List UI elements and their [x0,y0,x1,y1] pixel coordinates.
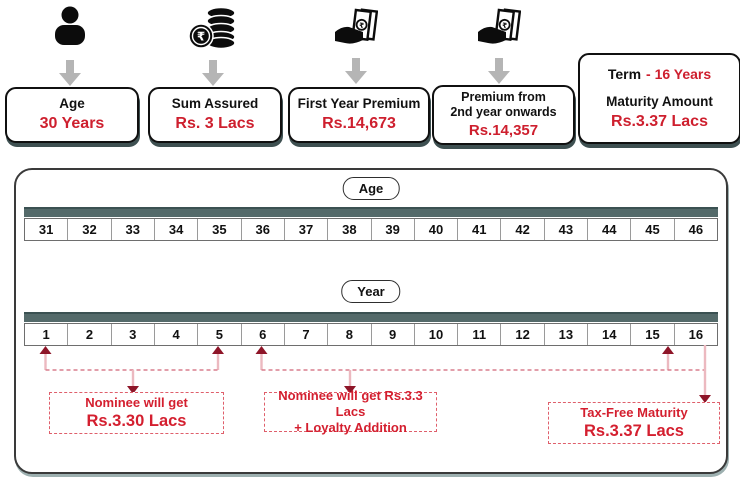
hand-money-icon: ₹ [478,8,521,44]
callout-nominee-early: Nominee will get Rs.3.30 Lacs [49,392,224,434]
svg-text:₹: ₹ [197,30,205,44]
age-cell: 36 [240,219,284,240]
year-cell: 14 [587,324,630,345]
svg-text:₹: ₹ [502,22,508,31]
down-arrow-icon [488,58,510,84]
down-arrow-icon [59,60,81,86]
card-renewal-premium-value: Rs.14,357 [468,121,539,139]
card-sum-assured-label: Sum Assured [171,96,259,111]
age-cell: 37 [283,219,327,240]
card-sum-assured: Sum Assured Rs. 3 Lacs [148,87,282,143]
card-first-year-premium: First Year Premium Rs.14,673 [288,87,430,143]
term-line: Term- 16 Years [608,66,711,82]
card-renewal-premium-label2: 2nd year onwards [450,104,557,119]
year-cell: 6 [240,324,284,345]
year-cell: 1 [42,327,50,342]
age-cell: 44 [587,219,630,240]
callout-maturity-line2: Rs.3.37 Lacs [584,422,684,440]
age-cell: 38 [327,219,370,240]
down-arrow-icon [202,60,224,86]
callout-maturity-line1: Tax-Free Maturity [580,405,688,420]
age-cell: 39 [370,219,414,240]
svg-text:₹: ₹ [359,22,365,31]
year-cell: 15 [630,324,673,345]
age-cell: 43 [543,219,587,240]
card-sum-assured-value: Rs. 3 Lacs [175,115,255,132]
age-cell: 34 [153,219,197,240]
card-term-maturity: Term- 16 Years Maturity Amount Rs.3.37 L… [578,53,740,144]
term-value: - 16 Years [646,65,712,82]
card-age-value: 30 Years [39,115,105,132]
year-cell: 5 [197,324,240,345]
age-cell: 45 [630,219,673,240]
age-header-pill: Age [342,177,400,200]
maturity-amount-label: Maturity Amount [606,93,713,109]
year-cell: 12 [500,324,543,345]
age-cell: 35 [197,219,240,240]
callout-nominee-early-line2: Rs.3.30 Lacs [86,412,187,430]
down-arrow-icon [345,58,367,84]
year-cell: 2 [67,324,110,345]
card-age: Age 30 Years [5,87,139,143]
age-cell: 32 [67,219,110,240]
callout-nominee-later: Nominee will get Rs.3.3 Lacs + Loyalty A… [264,388,437,435]
age-cell: 42 [500,219,543,240]
age-cell: 31 [38,222,54,237]
callout-nominee-later-line2: + Loyalty Addition [294,420,407,435]
rupee-coins-icon: ₹ [188,6,236,50]
age-bar [24,207,718,217]
age-cell: 41 [457,219,500,240]
year-cell: 10 [413,324,457,345]
person-icon [55,6,85,45]
card-first-year-premium-label: First Year Premium [297,96,421,111]
year-cell: 4 [153,324,197,345]
year-cell: 8 [327,324,370,345]
year-cell: 3 [110,324,154,345]
year-cell: 13 [543,324,587,345]
year-header-pill: Year [341,280,401,303]
year-cell: 9 [370,324,414,345]
card-renewal-premium-label1: Premium from [461,89,546,104]
year-cell: 7 [283,324,327,345]
first-premium-icon-group: ₹ [334,8,378,84]
card-renewal-premium: Premium from 2nd year onwards Rs.14,357 [432,85,575,145]
card-age-label: Age [59,96,85,111]
age-icon-group [48,6,92,86]
term-label: Term [607,65,642,82]
maturity-amount-value: Rs.3.37 Lacs [611,112,708,130]
card-first-year-premium-value: Rs.14,673 [322,115,396,132]
callout-arrows [39,345,711,403]
callout-nominee-early-line1: Nominee will get [85,395,188,410]
age-cell: 40 [413,219,457,240]
age-cell: 46 [673,219,717,240]
year-cell: 16 [673,324,717,345]
age-cell: 33 [110,219,154,240]
renewal-premium-icon-group: ₹ [477,8,521,84]
hand-money-icon: ₹ [335,8,378,44]
callout-maturity: Tax-Free Maturity Rs.3.37 Lacs [548,402,720,444]
callout-nominee-later-line1: Nominee will get Rs.3.3 Lacs [278,388,423,419]
year-bar [24,312,718,322]
year-cell: 11 [457,324,500,345]
sum-assured-icon-group: ₹ [188,6,238,86]
